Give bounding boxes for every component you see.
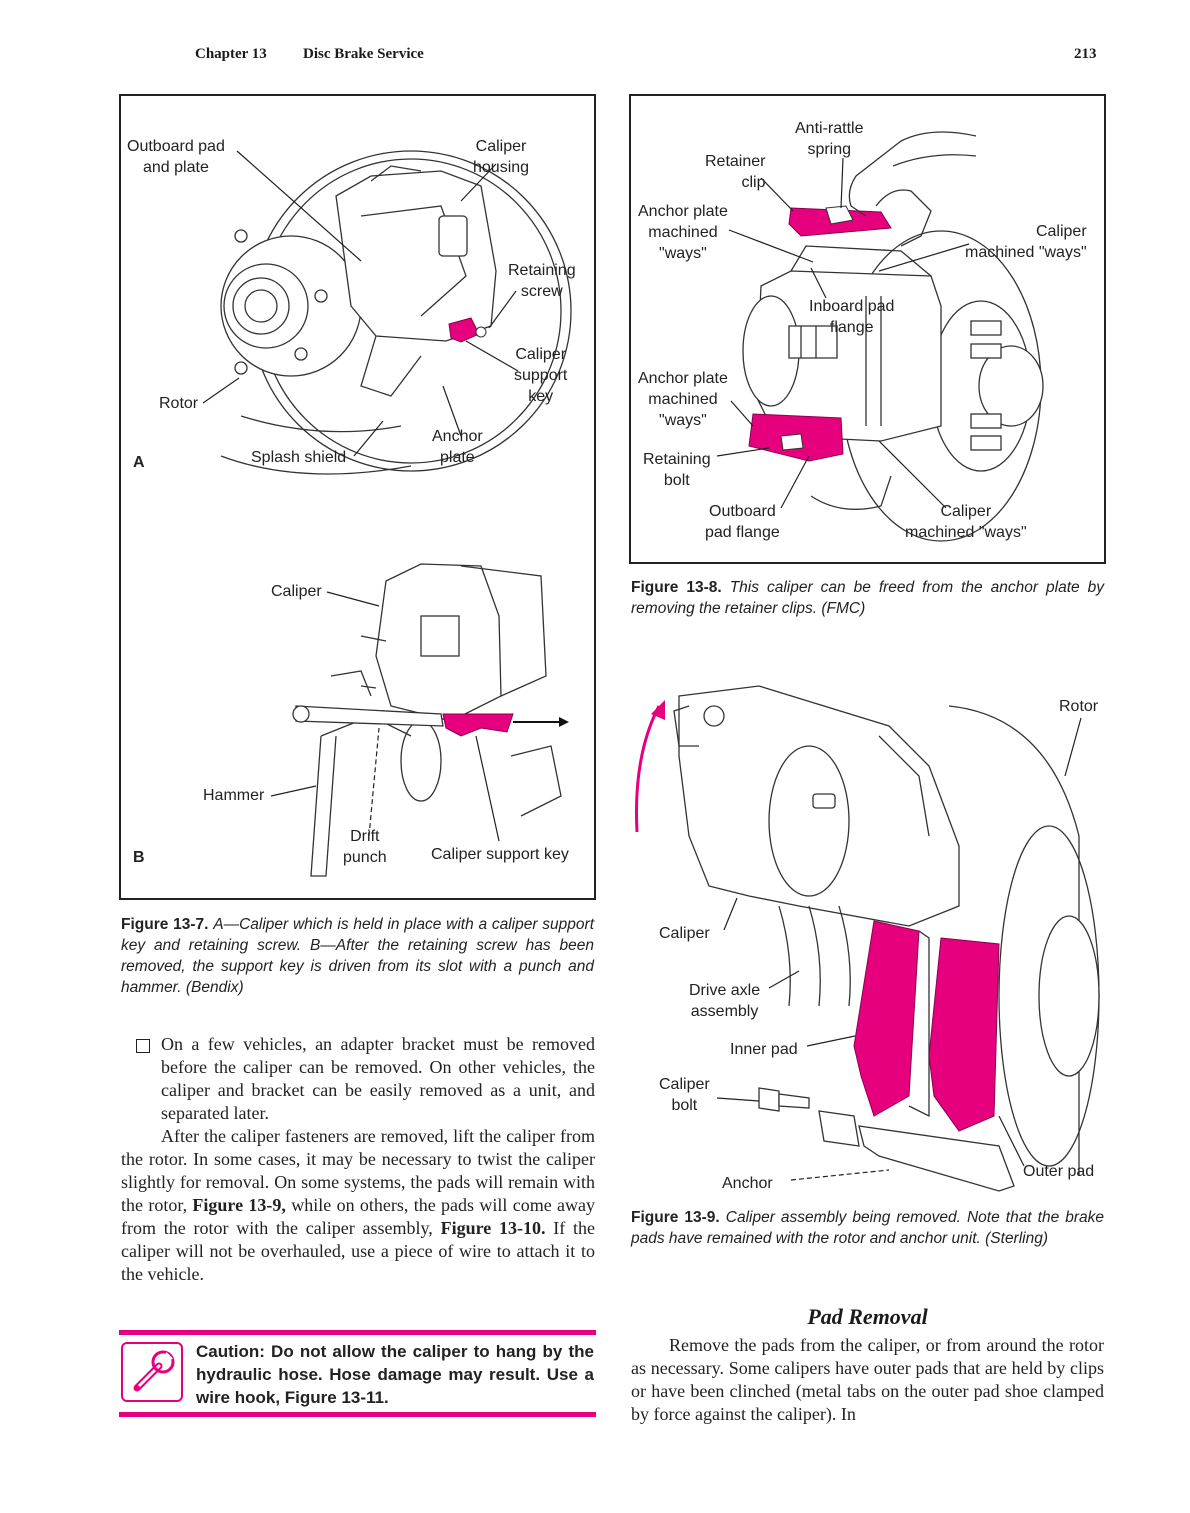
- figure-13-9-caption-text: Caliper assembly being removed. Note tha…: [631, 1209, 1104, 1247]
- figure-13-7-illustration: [202, 150, 572, 877]
- label-drive-axle: Drive axle assembly: [689, 982, 761, 1020]
- figure-13-8-caption-label: Figure 13-8.: [631, 579, 722, 596]
- section-heading: Pad Removal: [807, 1304, 928, 1329]
- anchor-drawing-fig9: [818, 1110, 1015, 1192]
- label-retainer-clip: Retainer clip: [705, 153, 766, 191]
- section-paragraph: Remove the pads from the caliper, or fro…: [631, 1335, 1104, 1424]
- bullet-paragraph: On a few vehicles, an adapter bracket mu…: [161, 1034, 595, 1123]
- label-rotor: Rotor: [159, 395, 199, 412]
- drive-axle-fig9: [778, 905, 851, 1007]
- label-outer-pad: Outer pad: [1023, 1163, 1095, 1180]
- label-caliper-ways-bottom: Caliper machined "ways": [905, 503, 1027, 541]
- figure-13-8-caption-text: This caliper can be freed from the ancho…: [631, 579, 1105, 617]
- figure-13-8-illustration: [716, 131, 1044, 542]
- figure-13-9: Rotor Caliper Drive axle assembly Inner …: [629, 676, 1106, 1201]
- label-anchor-plate-ways-bottom: Anchor plate machined "ways": [638, 370, 728, 429]
- motion-arrow: [635, 700, 665, 833]
- label-caliper-support-key-b: Caliper support key: [431, 846, 569, 863]
- hand-drawing: [848, 131, 977, 247]
- caliper-removal-drawing: [320, 563, 562, 817]
- body-paragraph-part3: If the caliper will not be overhauled, u…: [121, 1218, 596, 1284]
- label-retaining-screw: Retaining screw: [508, 262, 576, 300]
- wrench-icon: [121, 1342, 183, 1402]
- caliper-bolt-fig9: [758, 1087, 810, 1112]
- caution-top-rule: [119, 1330, 596, 1335]
- body-paragraph-part2: while on others, the pads will come away…: [121, 1195, 595, 1238]
- body-paragraph: After the caliper fasteners are removed,…: [121, 1125, 595, 1286]
- figure-13-7-caption-text: A—Caliper which is held in place with a …: [121, 916, 594, 996]
- figure-13-8-caption: Figure 13-8. This caliper can be freed f…: [631, 577, 1104, 619]
- retainer-clip-top-highlight: [788, 205, 892, 237]
- figure-13-8: Anti-rattle spring Retainer clip Anchor …: [629, 94, 1106, 564]
- hammer-drawing: [292, 705, 444, 877]
- label-retaining-bolt: Retaining bolt: [643, 451, 711, 489]
- label-hammer: Hammer: [203, 787, 265, 804]
- ref-figure-13-9: Figure 13-9,: [192, 1195, 286, 1215]
- retaining-screw-highlight: [448, 317, 487, 343]
- bullet-checkbox: [136, 1039, 150, 1053]
- body-paragraph-part1: After the caliper fasteners are removed,…: [121, 1126, 595, 1215]
- label-caliper-b: Caliper: [271, 583, 322, 600]
- label-inboard-pad-flange: Inboard pad flange: [809, 298, 895, 336]
- label-caliper-support-key-a: Caliper support key: [514, 346, 568, 405]
- rotor-drawing: [220, 150, 572, 475]
- caution-text: Caution: Do not allow the caliper to han…: [196, 1342, 594, 1407]
- figure-13-9-illustration: [635, 685, 1100, 1192]
- figure-13-9-caption: Figure 13-9. Caliper assembly being remo…: [631, 1207, 1104, 1249]
- label-anti-rattle-spring: Anti-rattle spring: [795, 120, 864, 158]
- label-drift-punch: Drift punch: [343, 828, 387, 866]
- label-splash-shield: Splash shield: [251, 449, 347, 466]
- figure-13-7-caption-label: Figure 13-7.: [121, 916, 209, 933]
- label-outboard-pad: Outboard pad and plate: [127, 138, 225, 176]
- label-caliper-bolt: Caliper bolt: [659, 1076, 710, 1114]
- inner-pad-highlight: [853, 920, 920, 1117]
- caliper-body-drawing: [742, 245, 942, 442]
- running-header-chapter: Chapter 13: [195, 46, 267, 62]
- rotor-hub-drawing: [810, 230, 1044, 542]
- ref-figure-13-10: Figure 13-10.: [440, 1218, 546, 1238]
- panel-letter-a: A: [133, 454, 145, 471]
- support-key-highlight: [442, 713, 569, 737]
- caliper-housing-fig9: [673, 685, 960, 927]
- label-anchor: Anchor: [722, 1175, 773, 1192]
- figure-13-7: Outboard pad and plate Caliper housing R…: [119, 94, 596, 900]
- label-inner-pad: Inner pad: [730, 1041, 798, 1058]
- retainer-clip-bottom-highlight: [748, 413, 844, 462]
- caliper-housing-drawing: [335, 165, 497, 397]
- panel-letter-b: B: [133, 849, 145, 866]
- rotor-drawing-fig9: [948, 705, 1100, 1176]
- outer-pad-highlight: [928, 937, 1000, 1132]
- caution-bottom-rule: [119, 1412, 596, 1417]
- label-caliper-ways-top: Caliper machined "ways": [965, 223, 1087, 261]
- running-header-title: Disc Brake Service: [303, 46, 424, 62]
- label-anchor-plate: Anchor plate: [432, 428, 483, 466]
- label-rotor-fig9: Rotor: [1059, 698, 1099, 715]
- figure-13-9-caption-label: Figure 13-9.: [631, 1209, 720, 1226]
- label-caliper-fig9: Caliper: [659, 925, 710, 942]
- page-number: 213: [1074, 46, 1097, 62]
- label-anchor-plate-ways-top: Anchor plate machined "ways": [638, 203, 728, 262]
- label-caliper-housing: Caliper housing: [473, 138, 530, 176]
- figure-13-7-caption: Figure 13-7. A—Caliper which is held in …: [121, 914, 594, 998]
- label-outboard-pad-flange: Outboard pad flange: [705, 503, 780, 541]
